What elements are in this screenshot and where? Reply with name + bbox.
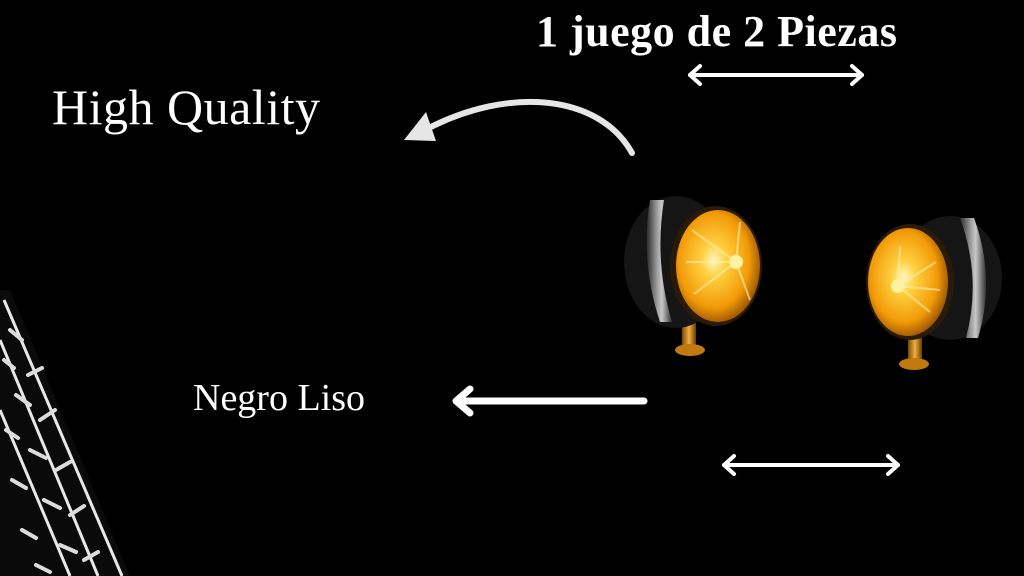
color-label: Negro Liso xyxy=(193,377,366,419)
left-arrow-icon xyxy=(452,385,648,417)
tire-track-graphic xyxy=(0,290,130,576)
curved-arrow-icon xyxy=(404,98,635,156)
lamp-left xyxy=(624,196,762,356)
lamp-right xyxy=(866,216,1002,370)
double-arrow-icon-bottom xyxy=(722,454,900,476)
double-arrow-icon-top xyxy=(688,64,864,86)
headline-text: 1 juego de 2 Piezas xyxy=(536,7,898,56)
quality-label: High Quality xyxy=(52,79,321,135)
